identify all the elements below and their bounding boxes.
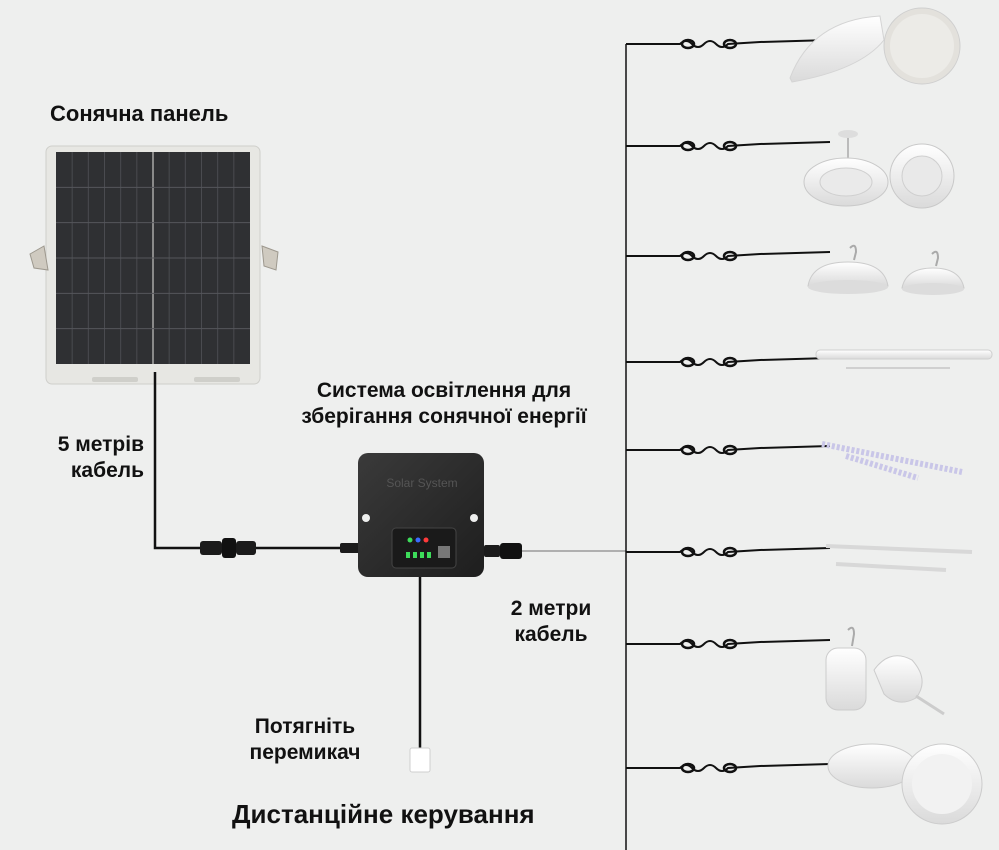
ufo-hanging-lamp: [807, 244, 965, 295]
solar-panel: [45, 145, 261, 385]
cable-2m: [484, 543, 626, 559]
ceiling-fan-lamp: [803, 130, 955, 209]
tube-lamp: [815, 349, 993, 369]
spiral-strip-lamp: [821, 441, 963, 481]
cable-2m-label: 2 метри кабель: [486, 596, 616, 649]
branch-cable-tube-lamp: [626, 356, 831, 368]
system-label-line2: зберігання сонячної енергії: [301, 405, 587, 429]
branch-cable-ufo-hanging-lamp: [626, 250, 831, 262]
branch-cable-spiral-strip-lamp: [626, 444, 831, 456]
solar-panel-label: Сонячна панель: [50, 101, 229, 126]
cable-2m-label-line2: кабель: [514, 623, 588, 647]
cable-5m-label-line2: кабель: [70, 459, 144, 483]
bulb-lamp: [825, 626, 945, 716]
branch-cable-ceiling-fan-lamp: [626, 140, 831, 152]
pull-switch-label-line2: перемикач: [249, 741, 361, 765]
controller-box: [358, 453, 484, 577]
controller-marking: Solar System: [386, 476, 457, 490]
ceiling-disc-lamp: [789, 7, 961, 85]
cable-5m: [153, 372, 360, 558]
panel-mount-bracket-right: [261, 245, 279, 271]
system-label-line1: Система освітлення для: [316, 379, 572, 402]
panel-mount-bracket-left: [29, 245, 49, 271]
flat-ceiling-lamp: [827, 743, 983, 825]
cable-5m-label-line1: 5 метрів: [57, 433, 144, 456]
branch-cable-ceiling-disc-lamp: [626, 38, 831, 50]
branch-cable-bulb-lamp: [626, 638, 831, 650]
system-label: Система освітлення для зберігання сонячн…: [258, 378, 630, 431]
branch-cable-flat-ceiling-lamp: [626, 762, 831, 774]
pull-switch-label: Потягніть перемикач: [225, 714, 385, 767]
panel-cell-grid: [56, 152, 250, 364]
cable-5m-label: 5 метрів кабель: [34, 432, 144, 485]
pull-switch: [409, 577, 431, 773]
pull-switch-label-line1: Потягніть: [254, 715, 356, 738]
cable-2m-label-line1: 2 метри: [510, 597, 592, 620]
branch-cable-thin-tube-lamp: [626, 546, 831, 558]
remote-control-label: Дистанційне керування: [232, 799, 535, 829]
thin-tube-lamp: [825, 544, 973, 572]
